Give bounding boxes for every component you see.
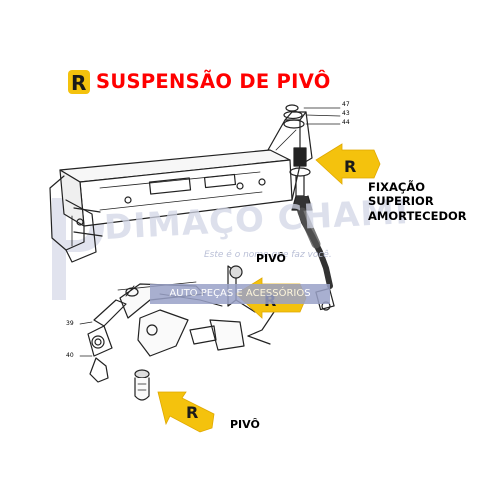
part-number: 43 <box>342 110 350 117</box>
title-text: SUSPENSÃO DE PIVÔ <box>96 69 331 93</box>
part-number: 40 <box>66 352 74 359</box>
top-mount-stack <box>283 104 341 129</box>
callout-top-line1: FIXAÇÃO <box>368 180 426 194</box>
callout-top-line2: SUPERIOR <box>368 194 434 209</box>
left-arm-parts <box>79 299 127 383</box>
callout-top: FIXAÇÃO SUPERIOR AMORTECEDOR <box>368 180 467 223</box>
left-bracket <box>49 175 103 263</box>
callout-middle: PIVÔ <box>256 252 286 265</box>
part-number: 47 <box>342 101 350 108</box>
watermark-tagline: Este é o nome que faz você. <box>204 250 332 260</box>
callout-bottom: PIVÔ <box>230 418 260 431</box>
watermark-banner: AUTO PEÇAS E ACESSÓRIOS <box>150 284 330 304</box>
part-number: 39 <box>66 320 74 327</box>
part-number: 44 <box>342 119 350 126</box>
logo-icon: R <box>68 70 90 95</box>
callout-top-line3: AMORTECEDOR <box>368 208 467 223</box>
svg-text:R: R <box>344 157 356 176</box>
lower-ball-joint <box>134 369 150 401</box>
svg-text:R: R <box>186 403 198 422</box>
svg-text:R: R <box>71 71 86 95</box>
page-title: R SUSPENSÃO DE PIVÔ <box>66 62 406 100</box>
shock-absorber <box>289 147 335 311</box>
